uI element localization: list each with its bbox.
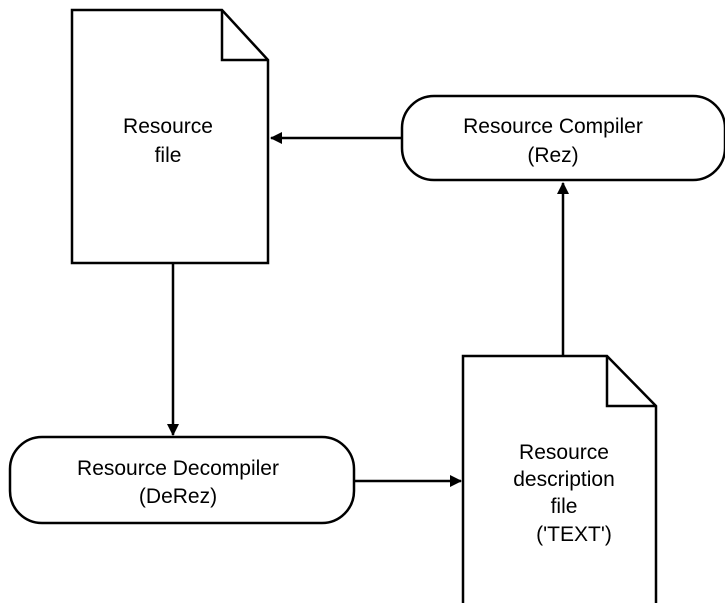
resource-description-file-label-line1: Resource [519,441,609,464]
resource-decompiler-label-line2: (DeRez) [139,485,217,508]
resource-description-file-fold [605,356,656,408]
resource-decompiler-label-line1: Resource Decompiler [77,457,279,480]
resource-compiler-node: Resource Compiler (Rez) [400,94,725,182]
resource-description-file-label-line4: ('TEXT') [536,523,612,546]
resource-file-node: Resource file [70,8,270,265]
resource-compiler-box [400,94,725,182]
resource-decompiler-node: Resource Decompiler (DeRez) [8,435,356,525]
resource-description-file-label-line2: description [513,468,615,491]
resource-decompiler-box [8,435,356,525]
resource-file-label-line1: Resource [123,115,213,138]
resource-compiler-label-line2: (Rez) [527,144,578,167]
resource-description-file-label-line3: file [551,495,578,518]
resource-file-fold [220,10,268,62]
resource-compiler-label-line1: Resource Compiler [463,115,643,138]
resource-description-file-node: Resource description file ('TEXT') [461,354,658,603]
resource-file-label-line2: file [155,144,182,167]
resource-file-shape [70,8,270,265]
